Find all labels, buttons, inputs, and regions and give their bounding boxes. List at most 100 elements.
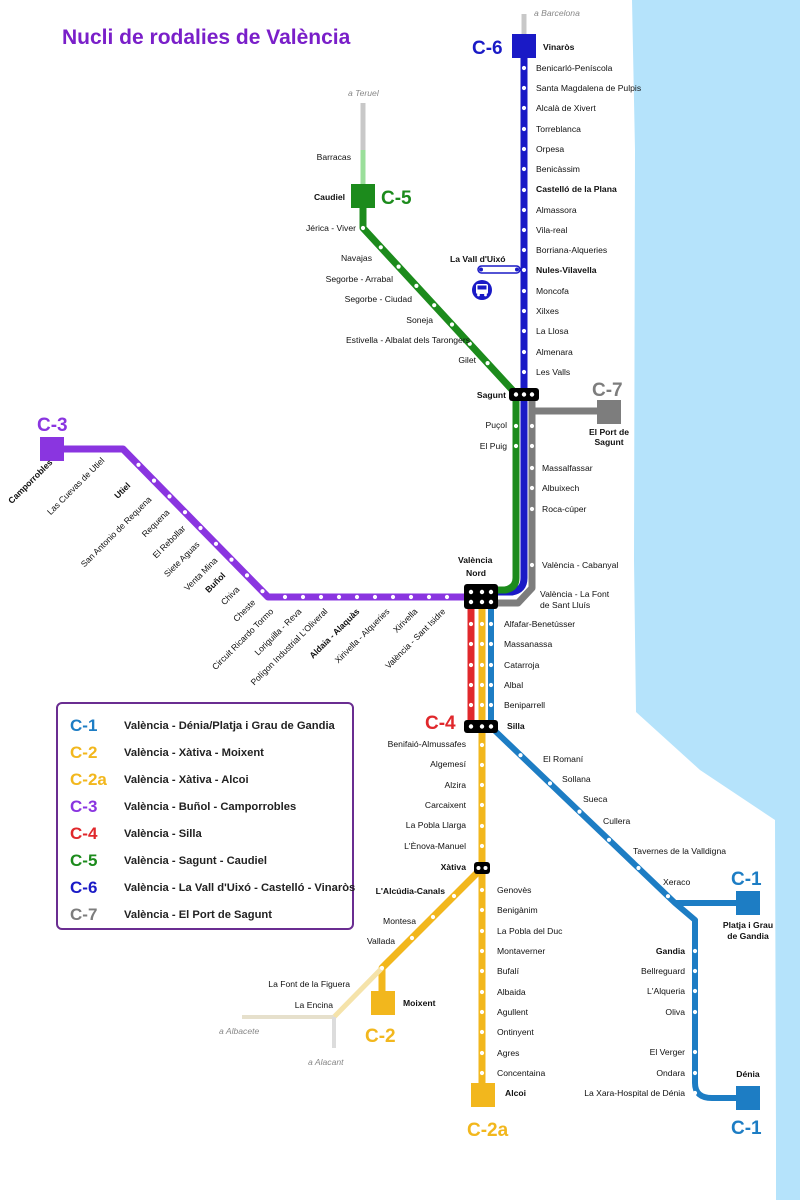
station-beniganim: Benigànim [497,905,538,915]
legend-route: València - Silla [124,827,202,840]
station-la-llosa: La Llosa [536,326,569,336]
terminal-denia [736,1086,760,1110]
label-c1-bottom: C-1 [731,1118,762,1139]
station-dot [577,809,582,814]
label-c1-top: C-1 [731,869,762,890]
station-dot [451,893,457,899]
station-alfafar: Alfafar-Benetússer [504,619,575,629]
station-dot [449,322,455,327]
legend-line-code: C-2 [70,742,98,762]
station-font-figuera: La Font de la Figuera [268,979,350,989]
station-dot [136,462,141,467]
station-dot [692,988,698,994]
station-dot [244,573,250,578]
label-c6: C-6 [472,38,503,59]
station-dot [372,594,378,600]
station-dot [692,1009,698,1015]
station-dot [479,762,485,768]
station-port-sagunt-1: El Port de [589,427,629,437]
station-dot [468,682,474,688]
station-dot [665,894,671,899]
station-catarroja: Catarroja [504,660,540,670]
station-bellreguard: Bellreguard [641,966,685,976]
station-alcoi: Alcoi [505,1088,526,1098]
station-dot [692,1090,698,1096]
legend-line-code: C-7 [70,904,98,924]
station-alzira: Alzira [445,780,467,790]
station-oliva: Oliva [665,1007,685,1017]
station-dot [692,968,698,974]
station-dot [213,541,219,546]
station-dot [479,968,485,974]
station-dot [479,662,485,668]
station-c3-1: Camporrobles [6,457,54,505]
station-dot [521,369,527,375]
station-orpesa: Orpesa [536,144,564,154]
station-santa-magdalena: Santa Magdalena de Pulpis [536,83,641,93]
line-c1 [488,604,738,1101]
station-port-sagunt-2: Sagunt [594,437,623,447]
station-segorbe-arrabal: Segorbe - Arrabal [326,274,393,284]
station-dot [488,641,494,647]
station-dot [479,621,485,627]
station-dot [488,621,494,627]
label-c7: C-7 [592,380,623,401]
station-dot [692,1070,698,1076]
terminal-gandia-platja [736,891,760,915]
station-massanassa: Massanassa [504,639,552,649]
station-castello: Castelló de la Plana [536,184,617,194]
station-font-sant-lluis-2: de Sant Lluís [540,600,590,610]
station-dot [414,283,419,288]
line-c3 [52,445,470,601]
dest-alacant: a Alacant [308,1057,344,1067]
station-dot [521,105,527,111]
station-dot [229,557,234,562]
station-concentaina: Concentaina [497,1068,545,1078]
station-caudiel: Caudiel [314,192,345,202]
station-platja-gandia-2: de Gandia [727,931,769,941]
station-gandia: Gandia [656,946,685,956]
station-dot [529,423,535,429]
station-albal: Albal [504,680,523,690]
hub-xativa [474,862,490,874]
station-benicarlo: Benicarló-Peníscola [536,63,613,73]
station-dot [479,802,485,808]
station-dot [488,662,494,668]
station-dot [479,989,485,995]
station-dot [479,843,485,849]
station-dot [360,225,366,231]
line-c6 [480,46,528,596]
station-dot [692,1049,698,1055]
station-dot [692,948,698,954]
legend-route: València - Xàtiva - Alcoi [124,773,249,786]
station-benifaio: Benifaió-Almussafes [388,739,466,749]
station-romani: El Romaní [543,754,584,764]
station-dot [379,965,385,971]
station-sagunt: Sagunt [477,390,506,400]
station-dot [521,328,527,334]
station-soneja: Soneja [406,315,433,325]
station-segorbe-ciudad: Segorbe - Ciudad [345,294,413,304]
station-montesa: Montesa [383,916,416,926]
station-barracas: Barracas [317,152,351,162]
station-algemesi: Algemesí [430,759,466,769]
label-valencia-nord-1: València [458,555,493,565]
station-dot [529,506,535,512]
station-dot [467,341,472,346]
station-les-valls: Les Valls [536,367,570,377]
station-dot [521,126,527,132]
legend-route: València - La Vall d'Uixó - Castelló - V… [124,881,356,894]
station-roca-cuper: Roca-cúper [542,504,587,514]
station-dot [468,621,474,627]
station-el-puig: El Puig [480,441,507,451]
station-dot [300,594,306,600]
station-gilet: Gilet [458,355,476,365]
sea [632,0,800,1200]
terminal-caudiel [351,184,375,208]
station-dot [479,1009,485,1015]
station-albaida: Albaida [497,987,526,997]
